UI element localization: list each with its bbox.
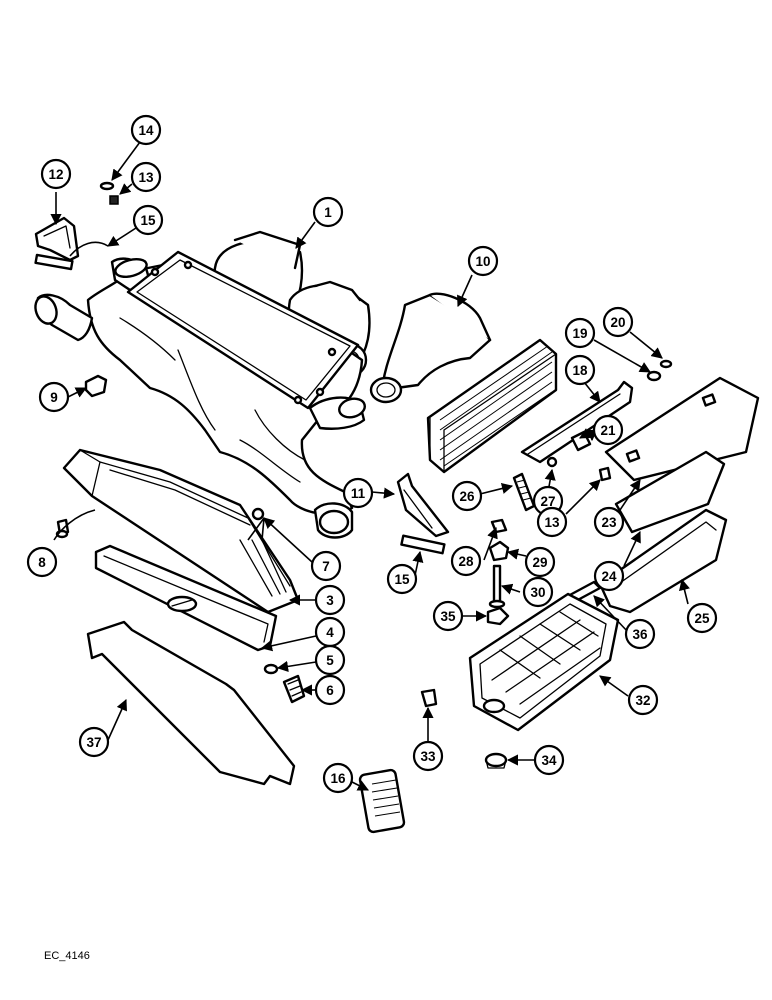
svg-text:6: 6 (326, 683, 334, 698)
svg-text:23: 23 (601, 515, 617, 530)
svg-text:12: 12 (48, 167, 63, 182)
svg-text:5: 5 (326, 653, 334, 668)
callout-14[interactable]: 14 (130, 114, 162, 146)
callout-28[interactable]: 28 (450, 545, 482, 577)
callout-16[interactable]: 16 (322, 762, 354, 794)
callout-12[interactable]: 12 (40, 158, 72, 190)
callout-25[interactable]: 25 (686, 602, 718, 634)
svg-text:1: 1 (324, 205, 332, 220)
svg-text:13: 13 (544, 515, 560, 530)
callout-6[interactable]: 6 (314, 674, 346, 706)
svg-text:13: 13 (138, 170, 154, 185)
svg-text:37: 37 (86, 735, 101, 750)
svg-text:21: 21 (600, 423, 616, 438)
svg-text:30: 30 (530, 585, 545, 600)
bracket-11-drawing (396, 472, 450, 555)
callout-26[interactable]: 26 (451, 480, 483, 512)
svg-text:29: 29 (532, 555, 547, 570)
grommet-5-drawing (263, 663, 279, 675)
panel-23-drawing (604, 376, 760, 482)
svg-text:4: 4 (326, 625, 334, 640)
blower-housing-drawing (34, 230, 371, 539)
callout-37[interactable]: 37 (78, 726, 110, 758)
callout-5[interactable]: 5 (314, 644, 346, 676)
grille-16-drawing (358, 768, 406, 834)
callout-35[interactable]: 35 (432, 600, 464, 632)
outlet-duct-drawing (369, 292, 492, 404)
callout-4[interactable]: 4 (314, 616, 346, 648)
svg-text:20: 20 (610, 315, 625, 330)
svg-text:10: 10 (475, 254, 490, 269)
duct-3-drawing (62, 448, 300, 614)
callout-8[interactable]: 8 (26, 546, 58, 578)
callout-29[interactable]: 29 (524, 546, 556, 578)
svg-text:8: 8 (38, 555, 46, 570)
svg-text:14: 14 (138, 123, 154, 138)
callout-30[interactable]: 30 (522, 576, 554, 608)
svg-text:3: 3 (326, 593, 334, 608)
svg-text:35: 35 (440, 609, 456, 624)
svg-text:11: 11 (351, 486, 366, 501)
drawing-reference: EC_4146 (44, 950, 90, 962)
callout-11[interactable]: 11 (342, 477, 374, 509)
svg-text:28: 28 (458, 554, 474, 569)
clip-33-drawing (420, 688, 438, 708)
leader-lines (50, 141, 690, 791)
grommet-34-drawing (484, 752, 508, 769)
callout-15b[interactable]: 15 (386, 563, 418, 595)
callout-1[interactable]: 1 (312, 196, 344, 228)
sheet-37-drawing (86, 620, 296, 786)
callout-13b[interactable]: 13 (536, 506, 568, 538)
callout-24[interactable]: 24 (593, 560, 625, 592)
callout-33[interactable]: 33 (412, 740, 444, 772)
svg-text:16: 16 (330, 771, 346, 786)
svg-text:18: 18 (572, 363, 588, 378)
svg-text:7: 7 (322, 559, 330, 574)
svg-text:25: 25 (694, 611, 710, 626)
callout-3[interactable]: 3 (314, 584, 346, 616)
callout-32[interactable]: 32 (627, 684, 659, 716)
callout-34[interactable]: 34 (533, 744, 565, 776)
svg-text:33: 33 (420, 749, 436, 764)
svg-text:15: 15 (394, 572, 410, 587)
callout-7[interactable]: 7 (310, 550, 342, 582)
svg-text:26: 26 (459, 489, 475, 504)
svg-text:36: 36 (632, 627, 648, 642)
bracket-12-drawing (34, 181, 119, 271)
callout-9[interactable]: 9 (38, 381, 70, 413)
svg-text:24: 24 (601, 569, 617, 584)
heater-core-drawing (426, 338, 558, 474)
callout-21[interactable]: 21 (592, 414, 624, 446)
linkage-drawing (512, 359, 673, 512)
svg-text:15: 15 (140, 213, 156, 228)
callout-23[interactable]: 23 (593, 506, 625, 538)
callouts: 1 10 12 13 14 15 9 8 7 3 4 5 6 37 16 11 … (26, 114, 718, 794)
callout-20[interactable]: 20 (602, 306, 634, 338)
panel-24-drawing (614, 450, 726, 534)
clip-9-drawing (84, 374, 108, 398)
callout-13[interactable]: 13 (130, 161, 162, 193)
callout-15[interactable]: 15 (132, 204, 164, 236)
callout-36[interactable]: 36 (624, 618, 656, 650)
callout-18[interactable]: 18 (564, 354, 596, 386)
filter-25-drawing (598, 508, 728, 614)
svg-text:9: 9 (50, 390, 58, 405)
svg-text:34: 34 (541, 753, 557, 768)
svg-text:27: 27 (540, 494, 555, 509)
fasteners-drawing (486, 518, 510, 626)
callout-19[interactable]: 19 (564, 317, 596, 349)
svg-text:19: 19 (572, 326, 587, 341)
callout-10[interactable]: 10 (467, 245, 499, 277)
vent-6-drawing (282, 674, 306, 704)
svg-text:32: 32 (635, 693, 650, 708)
tray-32-drawing (468, 592, 620, 732)
